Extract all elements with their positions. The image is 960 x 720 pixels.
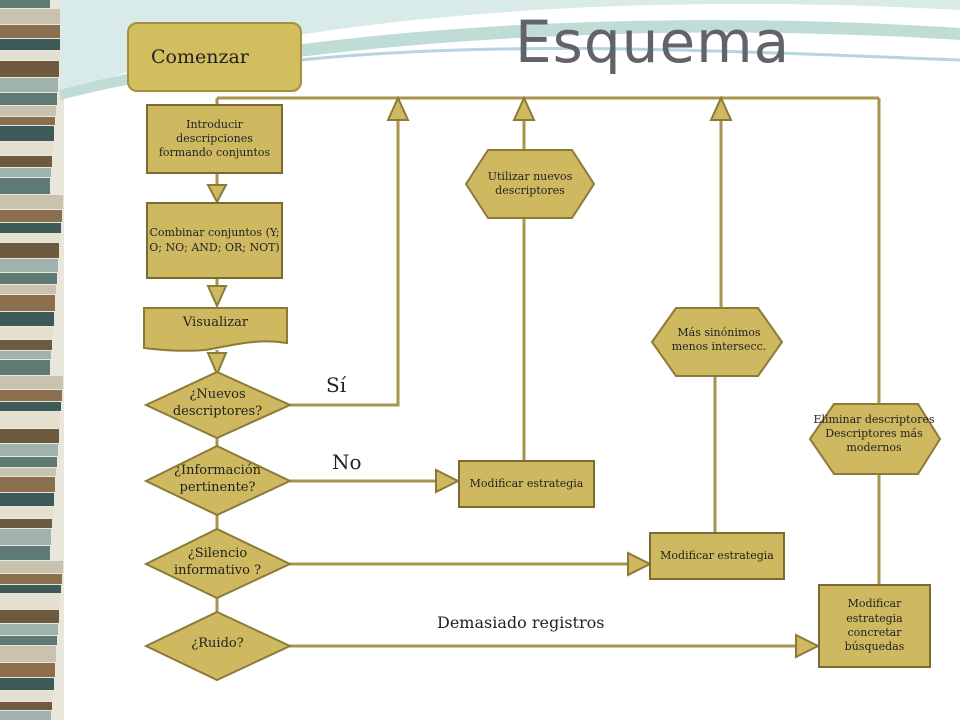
visualizar-label: Visualizar xyxy=(182,314,249,330)
ruido-label: ¿Ruido? xyxy=(191,635,244,651)
book-spine xyxy=(0,636,57,645)
book-spine xyxy=(0,61,59,77)
book-spine xyxy=(0,259,58,272)
edge-si-loop xyxy=(290,120,400,407)
book-spine xyxy=(0,646,56,662)
book-spine xyxy=(0,126,54,141)
book-spine xyxy=(0,285,56,294)
book-spine xyxy=(0,210,62,222)
book-spine xyxy=(0,402,61,411)
diamond-silencio xyxy=(143,527,293,600)
hexagon-eliminar xyxy=(808,403,942,475)
book-spine xyxy=(0,561,63,573)
book-spine xyxy=(0,223,61,233)
book-spine xyxy=(0,93,57,105)
book-spine xyxy=(0,178,50,194)
introducir-node: Introducir descripciones formando conjun… xyxy=(146,104,283,174)
edge-label-no: No xyxy=(332,450,362,474)
book-spine xyxy=(0,168,51,177)
book-spine xyxy=(0,429,59,443)
book-spine xyxy=(0,585,61,593)
book-spine xyxy=(0,78,58,92)
book-spine xyxy=(0,25,62,38)
page-title: Esquema xyxy=(515,8,791,76)
arrowhead-introducir-combinar xyxy=(206,184,228,205)
diamond-informacion xyxy=(143,444,293,517)
silencio-informativo-label: ¿Silencio informativo ? xyxy=(173,546,262,578)
book-spine xyxy=(0,351,51,359)
edge-label-demasiado: Demasiado registros xyxy=(437,613,605,632)
informacion-pertinente-label: ¿Información pertinente? xyxy=(173,463,262,495)
eliminar-label: Eliminar descriptores Descriptores más m… xyxy=(813,412,935,455)
book-spine xyxy=(0,9,63,24)
book-spine xyxy=(0,529,51,545)
book-spine xyxy=(0,468,56,476)
book-spine xyxy=(0,295,55,311)
book-spine xyxy=(0,711,51,720)
book-spine xyxy=(0,702,52,710)
book-spine xyxy=(0,340,52,350)
modificar-estrategia-3-node: Modificar estrategia concretar búsquedas xyxy=(818,584,931,668)
start-node: Comenzar xyxy=(127,22,302,92)
nuevos-descriptores-label: ¿Nuevos descriptores? xyxy=(172,387,263,419)
book-spine xyxy=(0,234,60,242)
book-spine xyxy=(0,678,54,690)
arrowhead-visualizar-nuevos xyxy=(206,352,228,377)
book-spine xyxy=(0,444,58,456)
book-spine xyxy=(0,360,50,375)
book-spine xyxy=(0,594,60,609)
book-spine xyxy=(0,663,55,677)
book-spine xyxy=(0,327,53,339)
book-spine xyxy=(0,624,58,635)
diamond-nuevos xyxy=(143,370,293,440)
book-spine xyxy=(0,546,50,560)
hexagon-mas-sinonimos xyxy=(650,307,784,377)
combinar-node: Combinar conjuntos (Y; O; NO; AND; OR; N… xyxy=(146,202,283,279)
book-spine xyxy=(0,117,55,125)
book-spine xyxy=(0,39,61,50)
book-spine xyxy=(0,156,52,167)
document-visualizar xyxy=(143,307,288,352)
book-stack-decoration xyxy=(0,0,64,720)
book-spine xyxy=(0,390,62,401)
book-spine xyxy=(0,376,63,389)
book-spine xyxy=(0,142,53,155)
book-spine xyxy=(0,243,59,258)
book-spine xyxy=(0,273,57,284)
book-spine xyxy=(0,691,53,701)
arrowhead-ruido xyxy=(795,633,821,659)
utilizar-label: Utilizar nuevos descriptores xyxy=(487,169,573,197)
arrowhead-no xyxy=(435,468,461,494)
book-spine xyxy=(0,312,54,326)
book-spine xyxy=(0,610,59,623)
modificar-estrategia-2-node: Modificar estrategia xyxy=(649,532,785,580)
hexagon-utilizar xyxy=(464,149,596,219)
book-spine xyxy=(0,51,60,60)
book-spine xyxy=(0,195,63,209)
arrowhead-mas-up xyxy=(709,95,733,121)
book-spine xyxy=(0,519,52,528)
book-spine xyxy=(0,412,60,428)
book-spine xyxy=(0,457,57,467)
arrowhead-si-up xyxy=(386,95,410,121)
book-spine xyxy=(0,493,54,506)
edge-label-si: Sí xyxy=(326,373,347,397)
book-spine xyxy=(0,477,55,492)
book-spine xyxy=(0,0,50,8)
book-spine xyxy=(0,106,56,116)
arrowhead-utilizar-up xyxy=(512,95,536,121)
mas-sinonimos-label: Más sinónimos menos intersecc. xyxy=(671,325,767,353)
book-spine xyxy=(0,507,53,518)
modificar-estrategia-1-node: Modificar estrategia xyxy=(458,460,595,508)
diamond-ruido xyxy=(143,610,293,682)
arrowhead-combinar-visualizar xyxy=(206,285,228,309)
arrowhead-silencio xyxy=(627,551,653,577)
book-spine xyxy=(0,574,62,584)
